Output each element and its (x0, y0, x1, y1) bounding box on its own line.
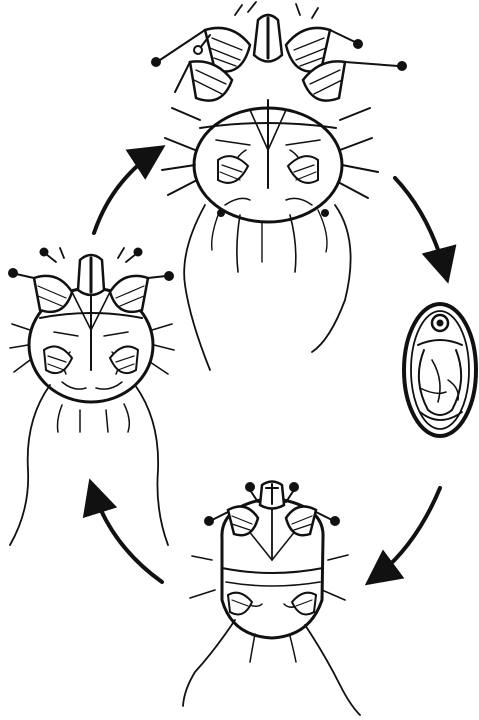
nymph-icon (9, 248, 174, 545)
adult-mite-icon (152, 2, 406, 370)
larva-icon (183, 482, 360, 716)
arrow-nymph-to-adult (94, 150, 158, 233)
arrow-egg-to-larva (372, 488, 440, 580)
egg-icon (404, 304, 476, 436)
cycle-arrows (92, 150, 446, 582)
arrow-adult-to-egg (395, 178, 446, 275)
arrow-larva-to-nymph (92, 487, 162, 582)
